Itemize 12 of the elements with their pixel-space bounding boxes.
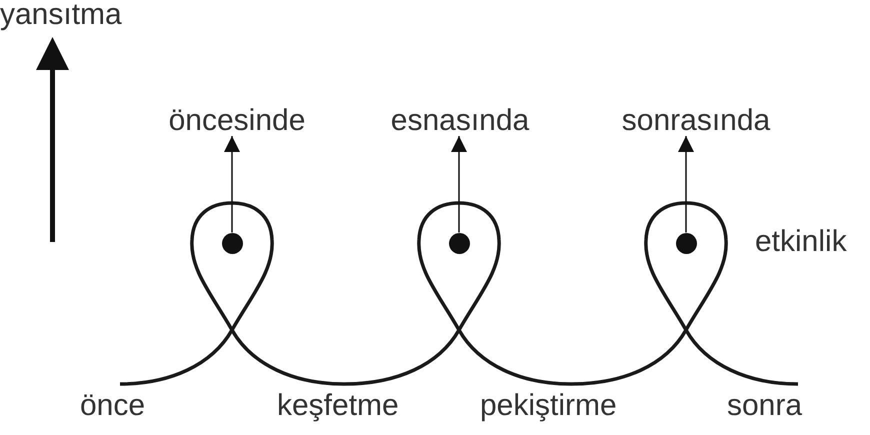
stage-label: sonrasında [622,106,770,136]
stage-label: esnasında [390,106,530,136]
arrow [224,136,240,232]
arrow [451,136,467,232]
phase-label: pekiştirme [480,391,617,421]
phase-label: sonra [727,391,802,421]
arrow [678,136,694,232]
stage-label: öncesinde [168,106,306,136]
curve-label: etkinlik [755,227,847,257]
phase-label: önce [80,391,146,421]
axis-label: yansıtma [0,0,122,30]
phase-label: keşfetme [277,391,399,421]
